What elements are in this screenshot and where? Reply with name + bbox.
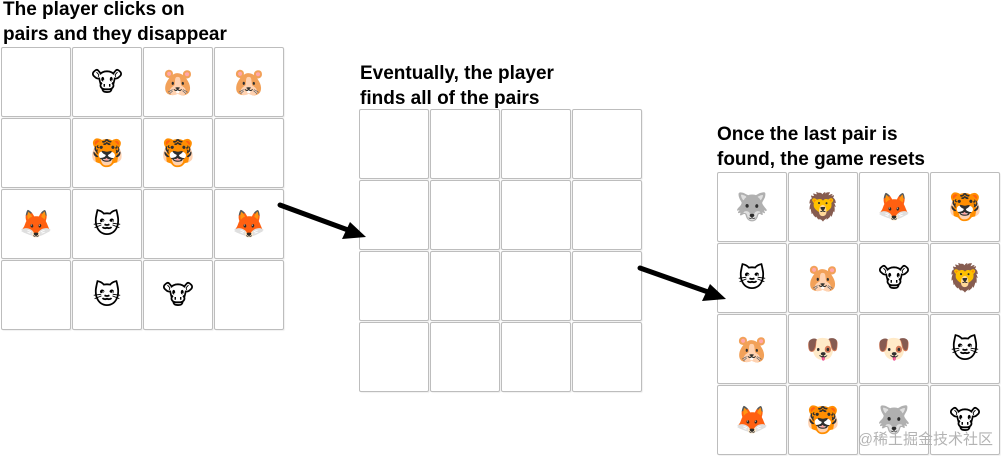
memory-card[interactable]: 🐹 (143, 47, 213, 117)
tiger-face-icon: 🐯 (948, 191, 982, 223)
step-3-caption-line-2: found, the game resets (717, 149, 925, 170)
cat-face-icon: 🐱 (92, 279, 122, 311)
arrow-step-1-to-2 (277, 202, 366, 239)
memory-card[interactable]: 🐮 (72, 47, 142, 117)
memory-card[interactable]: 🦊 (1, 189, 71, 259)
step-2-board (359, 109, 642, 392)
empty-card-slot (501, 180, 571, 250)
cow-face-icon: 🐮 (949, 404, 981, 436)
memory-card[interactable]: 🦊 (214, 189, 284, 259)
memory-card[interactable]: 🐯 (930, 172, 1000, 242)
step-3-caption-line-1: Once the last pair is (717, 124, 898, 145)
memory-card[interactable]: 🐱 (72, 189, 142, 259)
wolf-face-icon: 🐺 (877, 404, 911, 436)
empty-card-slot (501, 251, 571, 321)
empty-card-slot (430, 180, 500, 250)
empty-card-slot (143, 189, 213, 259)
memory-card[interactable]: 🐺 (859, 385, 929, 455)
memory-card[interactable]: 🐯 (143, 118, 213, 188)
memory-card[interactable]: 🐶 (788, 314, 858, 384)
empty-card-slot (430, 109, 500, 179)
hamster-face-icon: 🐹 (232, 66, 266, 98)
dog-face-icon: 🐶 (806, 333, 840, 365)
memory-card[interactable]: 🦊 (859, 172, 929, 242)
tiger-face-icon: 🐯 (806, 404, 840, 436)
memory-card[interactable]: 🦁 (788, 172, 858, 242)
dog-face-icon: 🐶 (877, 333, 911, 365)
empty-card-slot (1, 118, 71, 188)
memory-card[interactable]: 🐶 (859, 314, 929, 384)
empty-card-slot (1, 47, 71, 117)
cat-face-icon: 🐱 (737, 262, 767, 294)
step-2-caption-line-1: Eventually, the player (360, 63, 554, 84)
tiger-face-icon: 🐯 (161, 137, 195, 169)
memory-card[interactable]: 🦊 (717, 385, 787, 455)
memory-card[interactable]: 🦁 (930, 243, 1000, 313)
empty-card-slot (359, 322, 429, 392)
memory-card[interactable]: 🐹 (717, 314, 787, 384)
empty-card-slot (430, 322, 500, 392)
empty-card-slot (359, 109, 429, 179)
empty-card-slot (430, 251, 500, 321)
watermark: @稀土掘金技术社区 (857, 431, 993, 448)
step-1-caption: The player clicks on pairs and they disa… (3, 0, 227, 47)
step-3-board: 🐺 🦁 🦊 🐯 🐱 🐹 🐮 🦁 🐹 🐶 🐶 🐱 🦊 🐯 🐺 🐮 (717, 172, 1000, 455)
step-3-caption: Once the last pair is found, the game re… (717, 122, 925, 172)
empty-card-slot (359, 180, 429, 250)
hamster-face-icon: 🐹 (161, 66, 195, 98)
empty-card-slot (214, 118, 284, 188)
fox-face-icon: 🦊 (877, 191, 911, 223)
empty-card-slot (572, 251, 642, 321)
fox-face-icon: 🦊 (19, 208, 53, 240)
fox-face-icon: 🦊 (735, 404, 769, 436)
lion-face-icon: 🦁 (948, 262, 982, 294)
memory-card[interactable]: 🐮 (859, 243, 929, 313)
memory-card[interactable]: 🐯 (72, 118, 142, 188)
memory-card[interactable]: 🐱 (717, 243, 787, 313)
step-1-caption-line-2: pairs and they disappear (3, 24, 227, 45)
cow-face-icon: 🐮 (162, 279, 194, 311)
memory-card[interactable]: 🐮 (143, 260, 213, 330)
empty-card-slot (572, 180, 642, 250)
empty-card-slot (359, 251, 429, 321)
arrow-step-2-to-3 (637, 265, 726, 301)
cow-face-icon: 🐮 (91, 66, 123, 98)
hamster-face-icon: 🐹 (735, 333, 769, 365)
memory-card[interactable]: 🐹 (788, 243, 858, 313)
empty-card-slot (572, 322, 642, 392)
step-2-caption-line-2: finds all of the pairs (360, 88, 540, 109)
lion-face-icon: 🦁 (806, 191, 840, 223)
empty-card-slot (214, 260, 284, 330)
empty-card-slot (572, 109, 642, 179)
memory-card[interactable]: 🐱 (930, 314, 1000, 384)
memory-card[interactable]: 🐺 (717, 172, 787, 242)
memory-card[interactable]: 🐮 (930, 385, 1000, 455)
empty-card-slot (501, 322, 571, 392)
step-1-board: 🐮 🐹 🐹 🐯 🐯 🦊 🐱 🦊 🐱 🐮 (1, 47, 284, 330)
cow-face-icon: 🐮 (878, 262, 910, 294)
memory-card[interactable]: 🐱 (72, 260, 142, 330)
cat-face-icon: 🐱 (92, 208, 122, 240)
memory-card[interactable]: 🐹 (214, 47, 284, 117)
step-2-caption: Eventually, the player finds all of the … (360, 61, 554, 111)
empty-card-slot (1, 260, 71, 330)
step-1-caption-line-1: The player clicks on (3, 0, 185, 20)
tiger-face-icon: 🐯 (90, 137, 124, 169)
fox-face-icon: 🦊 (232, 208, 266, 240)
memory-card[interactable]: 🐯 (788, 385, 858, 455)
hamster-face-icon: 🐹 (806, 262, 840, 294)
cat-face-icon: 🐱 (950, 333, 980, 365)
wolf-face-icon: 🐺 (735, 191, 769, 223)
empty-card-slot (501, 109, 571, 179)
